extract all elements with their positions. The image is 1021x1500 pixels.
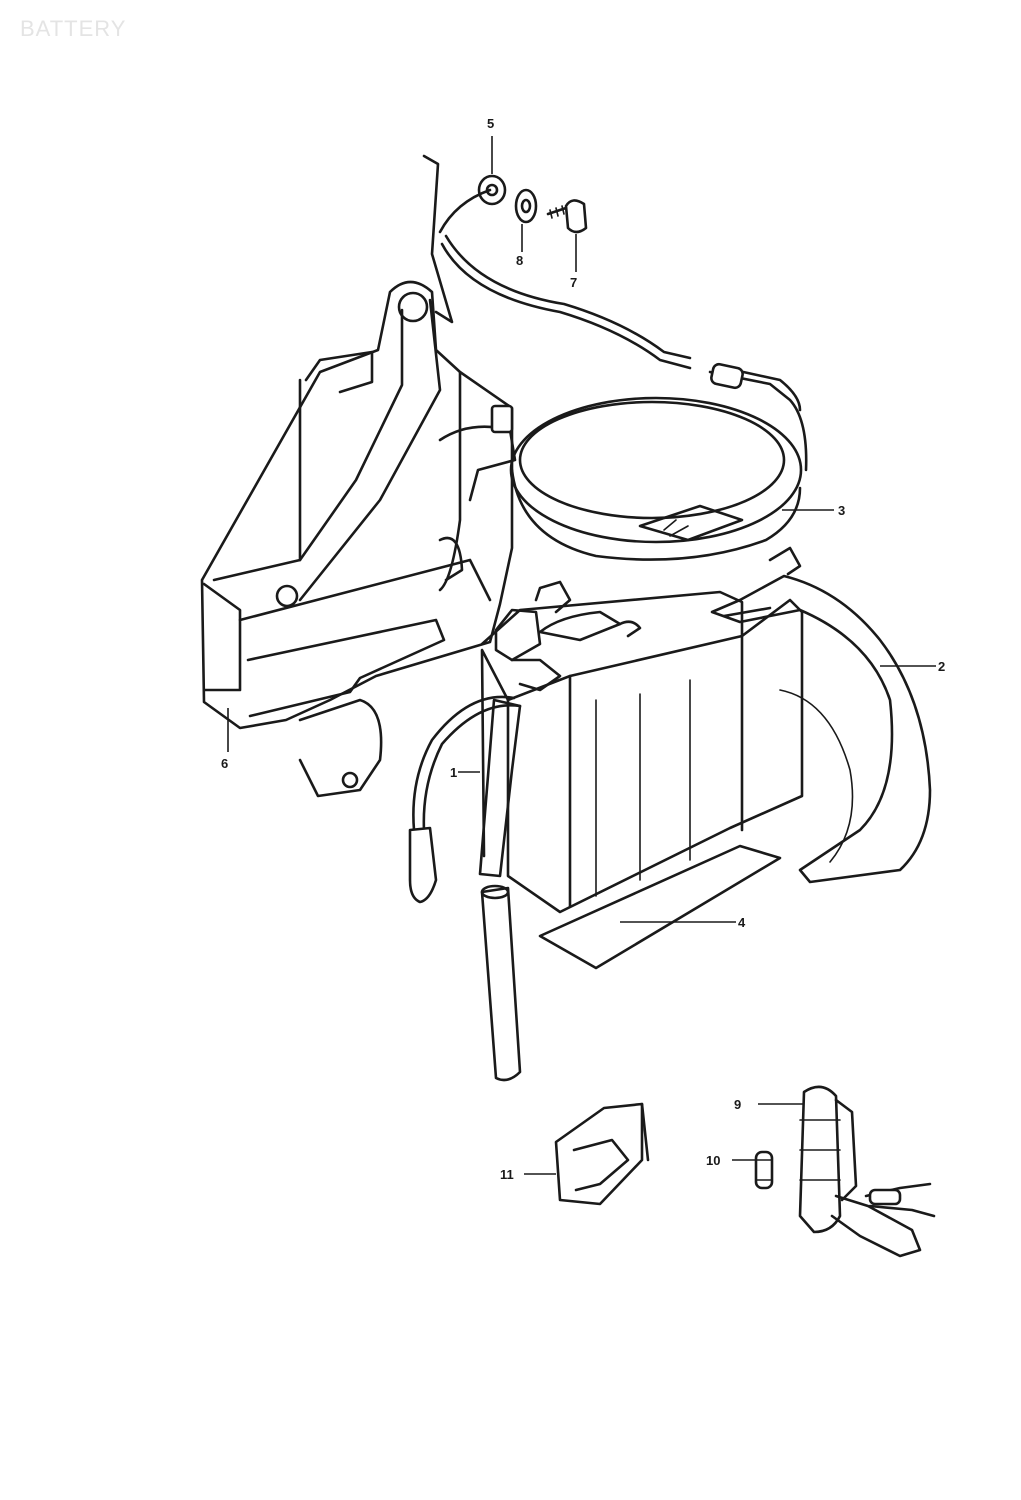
part-4-battery-pad bbox=[538, 844, 782, 970]
callout-4: 4 bbox=[738, 915, 746, 930]
callout-3: 3 bbox=[838, 503, 845, 518]
callout-10: 10 bbox=[706, 1153, 720, 1168]
part-10-fuse bbox=[754, 1150, 774, 1190]
part-7-screw bbox=[546, 199, 588, 234]
battery-cables bbox=[408, 695, 522, 904]
part-5-terminal bbox=[477, 174, 507, 206]
part-8-washer bbox=[514, 188, 538, 224]
callout-11: 11 bbox=[500, 1167, 514, 1182]
watermark-title: BATTERY bbox=[20, 16, 127, 41]
part-11-clip bbox=[554, 1102, 650, 1206]
callout-labels: 5 8 7 3 2 1 6 4 9 10 11 bbox=[221, 116, 945, 1182]
part-3-battery-band bbox=[509, 396, 803, 561]
part-1-battery bbox=[480, 580, 804, 914]
callout-8: 8 bbox=[516, 253, 523, 268]
callout-7: 7 bbox=[570, 275, 577, 290]
breather-hose bbox=[480, 884, 522, 1082]
leader-lines bbox=[227, 136, 936, 1175]
part-6-battery-holder bbox=[200, 280, 517, 798]
callout-1: 1 bbox=[450, 765, 457, 780]
callout-9: 9 bbox=[734, 1097, 741, 1112]
part-2-strap bbox=[710, 546, 932, 884]
callout-5: 5 bbox=[487, 116, 494, 131]
ground-wire bbox=[422, 154, 808, 472]
part-9-fuse-holder bbox=[798, 1085, 936, 1258]
callout-6: 6 bbox=[221, 756, 228, 771]
callout-2: 2 bbox=[938, 659, 945, 674]
